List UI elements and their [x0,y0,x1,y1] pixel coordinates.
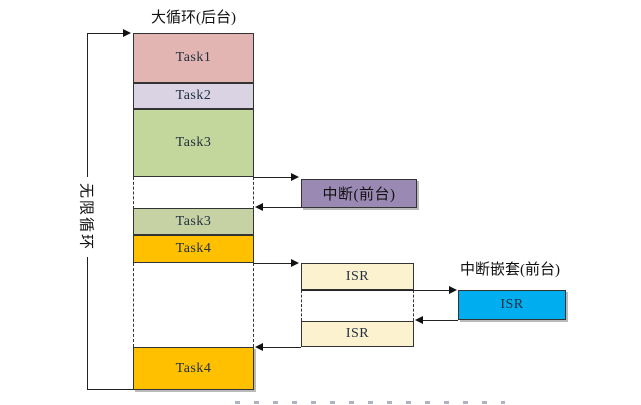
loop-line-bottom [87,389,133,390]
task-box-task3: Task3 [133,109,254,177]
arrowhead-icon [415,316,423,324]
interrupt-label: 中断(前台) [322,187,396,203]
interrupt-box: 中断(前台) [301,179,417,208]
isr-box-2: ISR [301,321,414,347]
task-label: Task4 [175,241,212,256]
dashed-edge [253,177,254,209]
arrowhead-icon [255,343,263,351]
loop-line-top [87,33,124,34]
dashed-edge [133,177,134,209]
clipped-caption-fragment [235,401,505,404]
task-label: Task1 [175,50,212,65]
isr-label: ISR [345,268,370,284]
connector-to-nested-isr [302,290,450,291]
connector-return-from-isr [263,347,301,348]
nested-interrupt-title: 中断嵌套(前台) [460,262,560,278]
arrowhead-icon [449,286,457,294]
task-label: Task3 [175,135,212,150]
isr-label: ISR [500,297,524,312]
task-box-task4: Task4 [133,235,254,263]
dashed-edge [133,263,134,347]
task-box-task3-resumed: Task3 [133,208,254,235]
task-label: Task3 [175,213,212,229]
connector-to-interrupt [254,177,292,178]
dashed-edge [413,290,414,321]
task-label: Task2 [175,88,212,103]
arrowhead-icon [291,173,299,181]
infinite-loop-label: 无限循环 [76,176,98,258]
task-box-task4-resumed: Task4 [133,347,254,390]
arrowhead-icon [123,29,131,37]
dashed-edge [301,290,302,321]
isr-box-1: ISR [301,263,414,290]
task-box-task1: Task1 [133,33,254,83]
task-label: Task4 [175,360,212,376]
background-loop-title: 大循环(后台) [151,10,236,26]
dashed-edge [253,263,254,347]
isr-label: ISR [345,326,370,341]
arrowhead-icon [291,259,299,267]
arrowhead-icon [255,203,263,211]
connector-to-isr1 [254,263,292,264]
nested-isr-box: ISR [458,290,566,320]
task-box-task2: Task2 [133,83,254,109]
connector-return-from-interrupt [263,207,301,208]
connector-return-from-nested-isr [423,320,458,321]
